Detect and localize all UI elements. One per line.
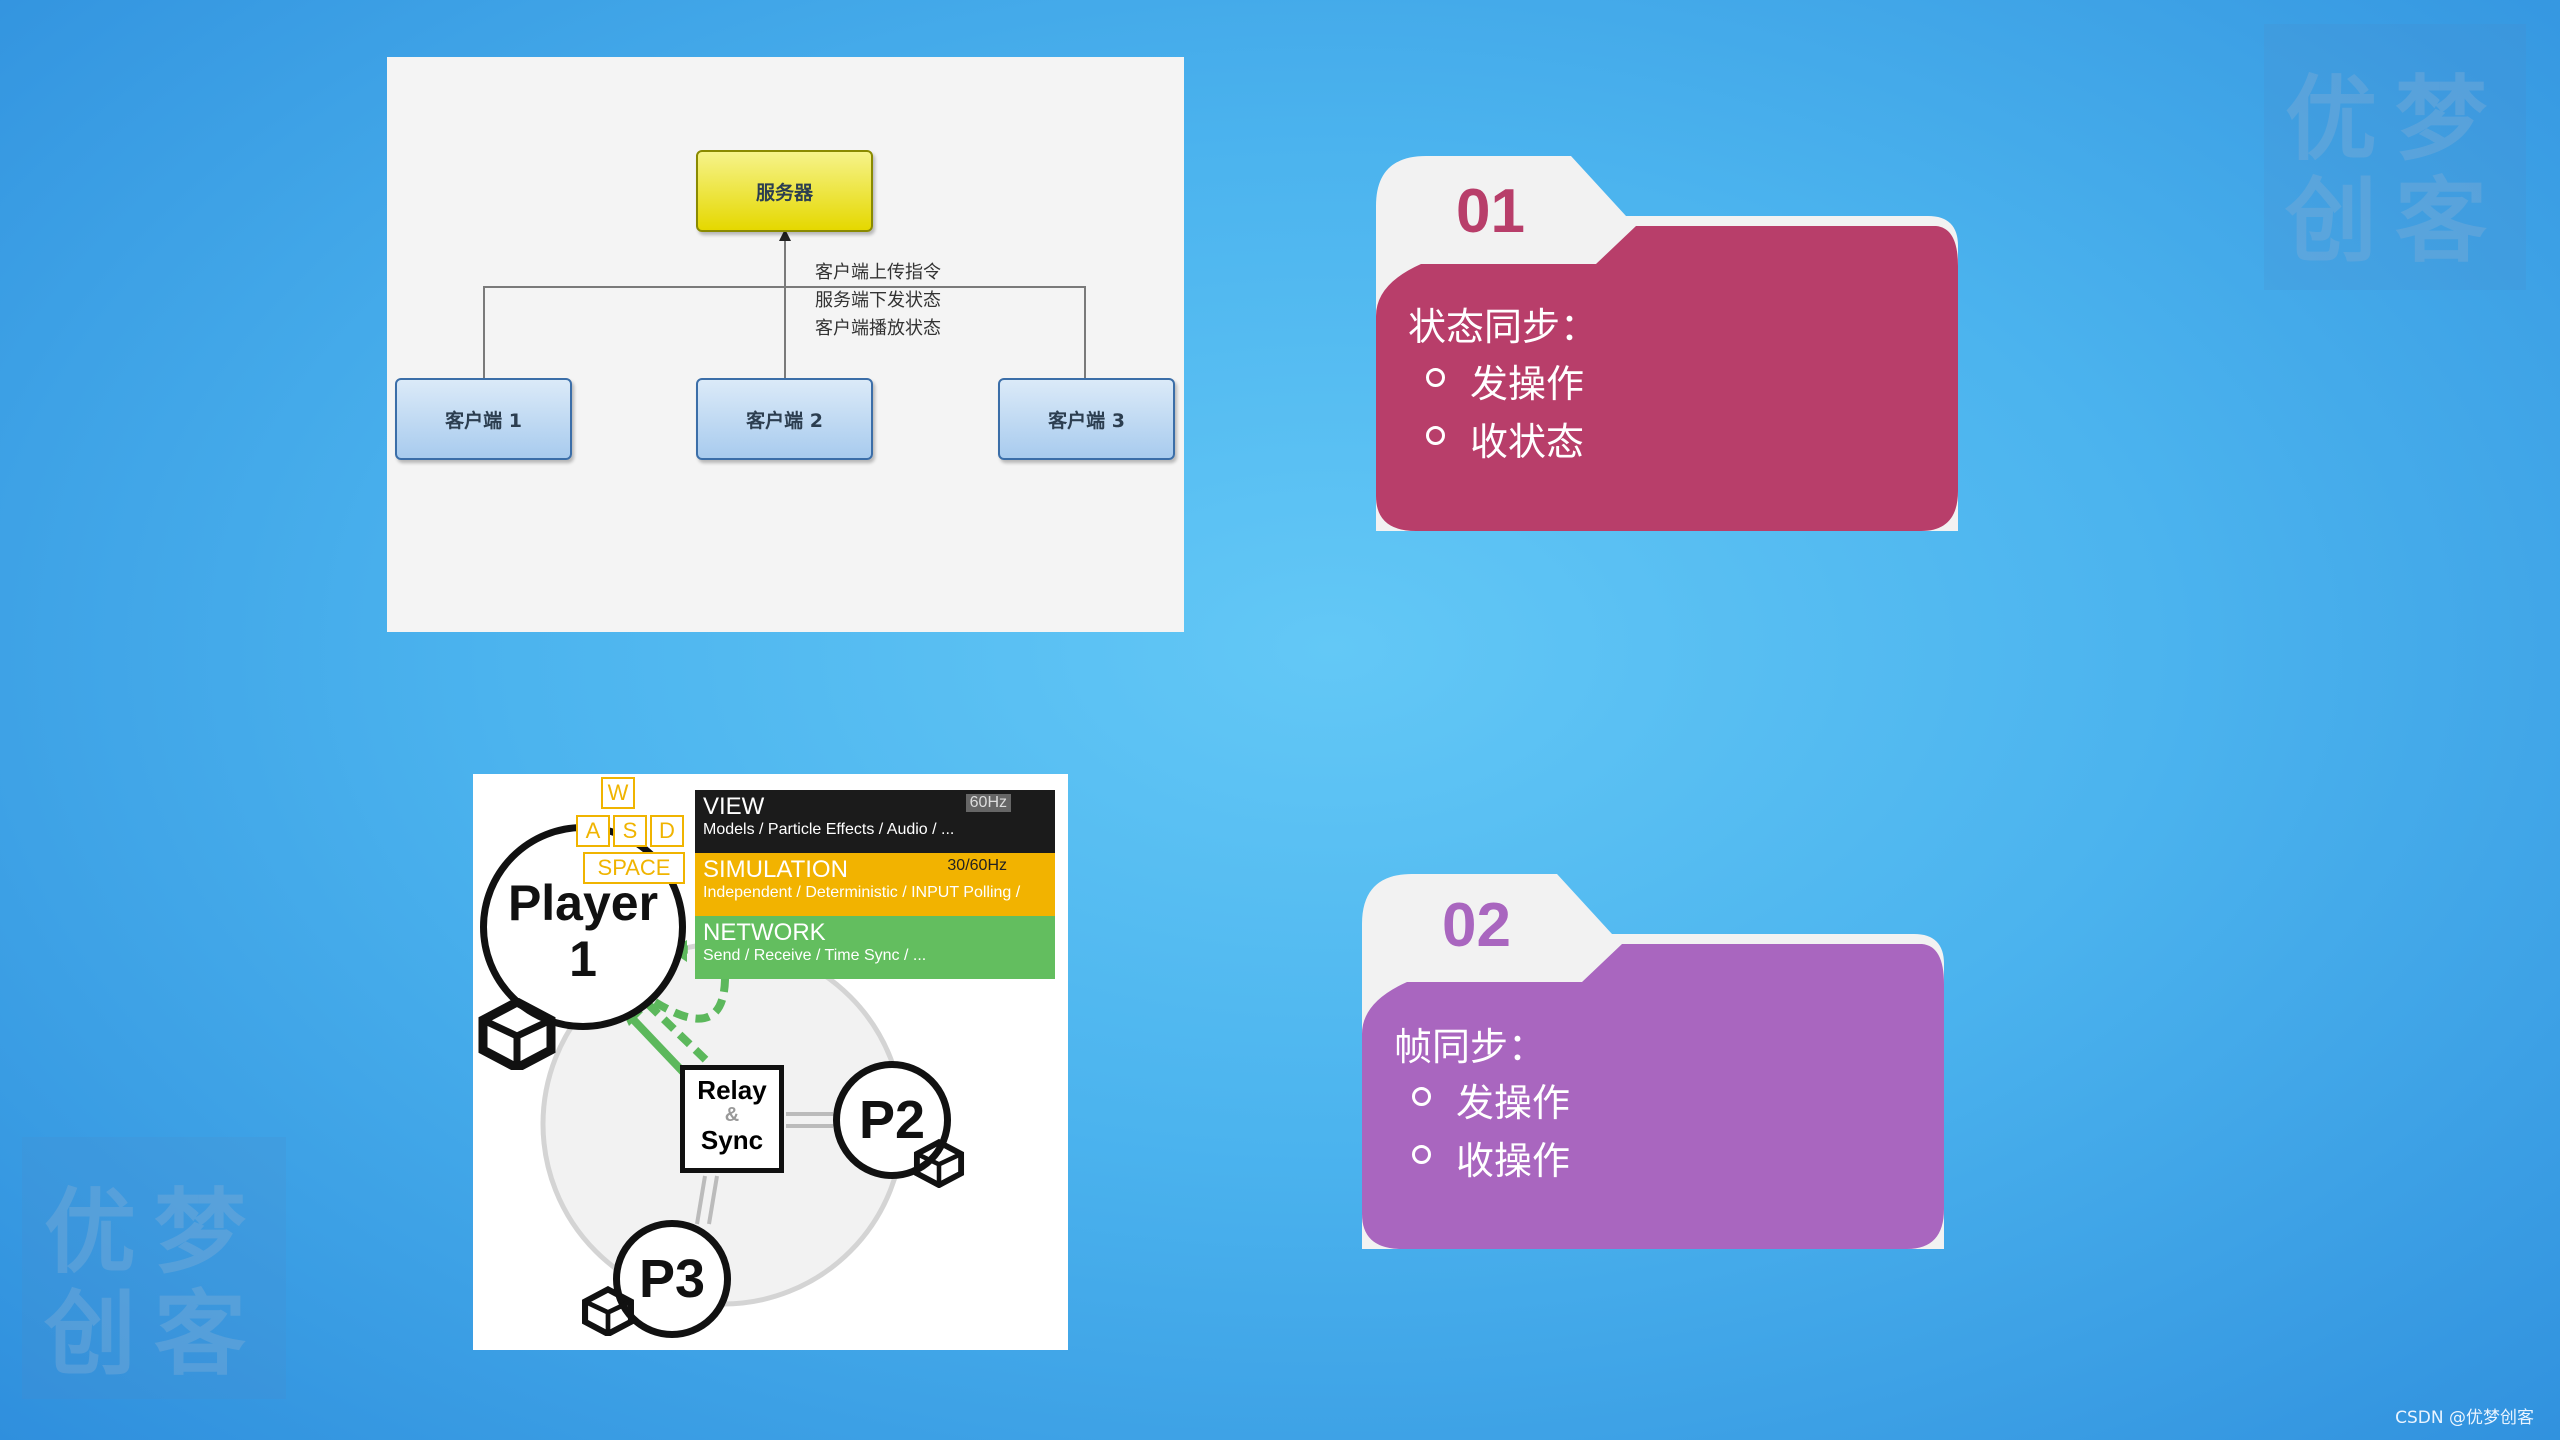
connector-horizontal — [483, 286, 1086, 288]
unity-logo-icon — [913, 1138, 965, 1188]
state-sync-diagram: 服务器 客户端 1 客户端 2 客户端 3 客户端上传指令 服务端下发状态 客户… — [387, 57, 1184, 632]
bullet-icon — [1426, 368, 1445, 387]
network-subtitle: Send / Receive / Time Sync / ... — [703, 946, 1047, 966]
relay-sync-node: Relay & Sync — [680, 1065, 784, 1173]
card-number: 02 — [1442, 890, 1511, 961]
bullet-icon — [1426, 426, 1445, 445]
key-a: A — [576, 815, 610, 847]
server-node: 服务器 — [696, 150, 873, 232]
list-item: 发操作 — [1456, 1072, 1570, 1127]
key-space: SPACE — [583, 852, 685, 884]
bullet-icon — [1412, 1087, 1431, 1106]
key-s: S — [613, 815, 647, 847]
watermark-line-1: 优梦 — [22, 1181, 286, 1283]
card-state-sync: 01 状态同步： 发操作 收状态 — [1376, 156, 1958, 531]
unity-logo-icon — [477, 998, 557, 1070]
view-subtitle: Models / Particle Effects / Audio / ... — [703, 820, 1047, 840]
note-play: 客户端播放状态 — [815, 315, 941, 343]
card-heading: 状态同步： — [1408, 296, 1598, 351]
connector-vertical — [784, 232, 786, 378]
watermark-top-right: 优梦 创客 — [2264, 24, 2526, 290]
list-item-text: 发操作 — [1456, 1081, 1570, 1125]
list-item: 收状态 — [1470, 411, 1584, 466]
frame-sync-diagram: Player 1 P2 P3 Relay & Sync W A S D SPAC… — [473, 774, 1068, 1350]
sync-label: Sync — [685, 1126, 779, 1154]
card-number: 01 — [1456, 176, 1525, 247]
card-heading: 帧同步： — [1394, 1016, 1546, 1071]
note-upload: 客户端上传指令 — [815, 259, 941, 287]
watermark-line-2: 创客 — [2264, 170, 2526, 272]
simulation-subtitle: Independent / Deterministic / INPUT Poll… — [703, 883, 1047, 903]
list-item-text: 发操作 — [1470, 362, 1584, 406]
simulation-rate-badge: 30/60Hz — [943, 857, 1011, 875]
card-frame-sync: 02 帧同步： 发操作 收操作 — [1362, 874, 1944, 1249]
key-w: W — [601, 777, 635, 809]
client-node-1: 客户端 1 — [395, 378, 572, 460]
client-node-3: 客户端 3 — [998, 378, 1175, 460]
view-rate-badge: 60Hz — [966, 794, 1011, 812]
relay-ampersand: & — [685, 1104, 779, 1126]
watermark-line-2: 创客 — [22, 1283, 286, 1385]
bullet-icon — [1412, 1145, 1431, 1164]
key-d: D — [650, 815, 684, 847]
connector-left — [483, 286, 485, 378]
list-item-text: 收操作 — [1456, 1139, 1570, 1183]
credit-label: CSDN @优梦创客 — [2395, 1403, 2534, 1428]
connector-right — [1084, 286, 1086, 378]
network-layer: NETWORK Send / Receive / Time Sync / ... — [695, 916, 1055, 979]
network-title: NETWORK — [703, 920, 1047, 946]
watermark-bottom-left: 优梦 创客 — [22, 1137, 286, 1399]
simulation-layer: SIMULATION Independent / Deterministic /… — [695, 853, 1055, 916]
note-state: 服务端下发状态 — [815, 287, 941, 315]
list-item-text: 收状态 — [1470, 420, 1584, 464]
client-node-2: 客户端 2 — [696, 378, 873, 460]
unity-logo-icon — [581, 1286, 635, 1336]
watermark-line-1: 优梦 — [2264, 68, 2526, 170]
relay-label: Relay — [685, 1076, 779, 1104]
list-item: 收操作 — [1456, 1130, 1570, 1185]
list-item: 发操作 — [1470, 353, 1584, 408]
player-1-number: 1 — [487, 931, 679, 987]
view-layer: VIEW Models / Particle Effects / Audio /… — [695, 790, 1055, 853]
